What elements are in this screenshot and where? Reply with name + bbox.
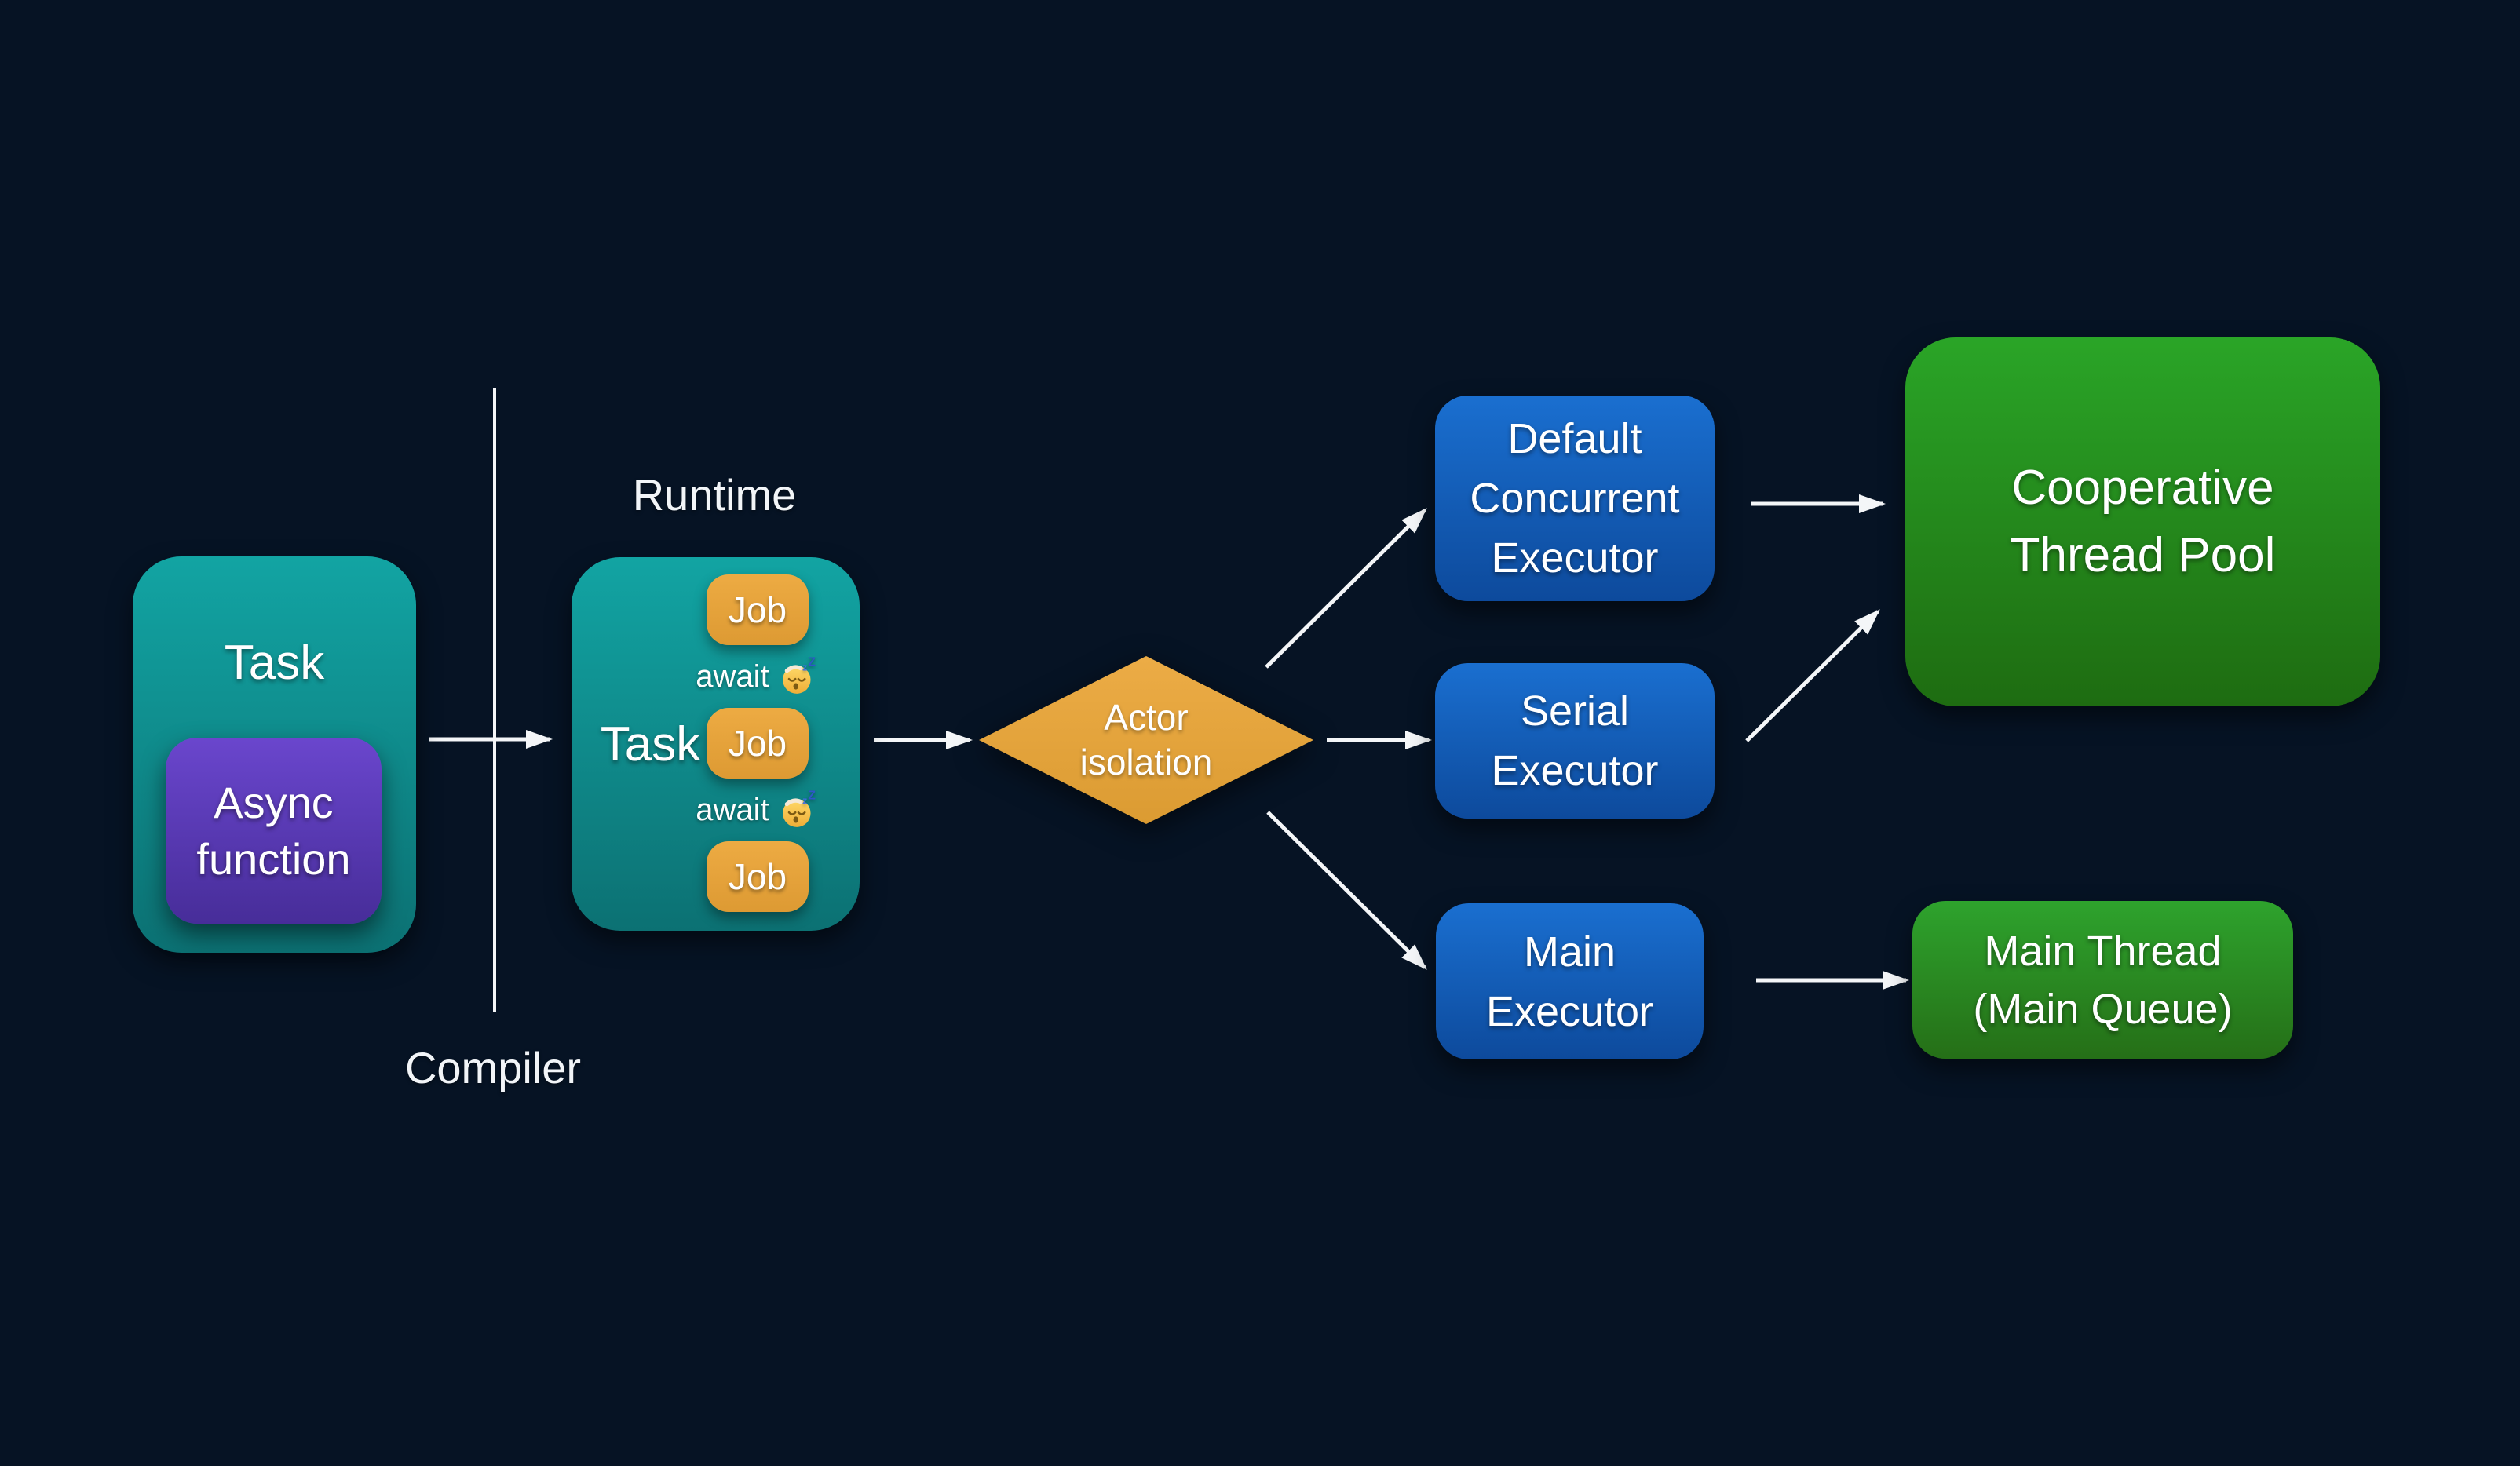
cooperative-thread-pool-box: Cooperative Thread Pool (1905, 337, 2380, 706)
job-box: Job (707, 841, 809, 912)
cooperative-thread-pool-label: Cooperative Thread Pool (2010, 461, 2276, 582)
arrow-actor-isolation-to-default-concurrent-executor (1265, 508, 1427, 669)
sleeping-face-emoji-icon: z Z (782, 657, 816, 694)
job-label: Job (728, 589, 787, 630)
main-thread-box: Main Thread (Main Queue) (1912, 901, 2293, 1059)
main-executor-box: Main Executor (1436, 903, 1704, 1059)
sleeping-face-emoji-icon: z Z (782, 790, 816, 827)
job-label: Job (728, 856, 787, 897)
await-label: await (696, 658, 769, 694)
svg-text:z: z (802, 662, 807, 673)
arrow-serial-executor-to-cooperative-thread-pool (1745, 609, 1880, 742)
main-thread-label: Main Thread (Main Queue) (1973, 927, 2233, 1033)
actor-isolation-diamond: Actor isolation (979, 656, 1313, 824)
async-function-box: Async function (166, 738, 382, 924)
svg-text:z: z (802, 796, 807, 807)
async-function-label: Async function (196, 777, 351, 884)
serial-executor-label: Serial Executor (1491, 687, 1659, 794)
jobs-column: Job await z Z (659, 574, 856, 912)
task-box: Task Async function (133, 556, 416, 953)
main-executor-label: Main Executor (1485, 928, 1654, 1035)
job-box: Job (707, 574, 809, 645)
runtime-label: Runtime (632, 470, 797, 520)
svg-text:Z: Z (808, 790, 816, 802)
job-label: Job (728, 723, 787, 764)
default-concurrent-executor-label: Default Concurrent Executor (1470, 415, 1680, 582)
arrow-actor-isolation-to-main-executor (1266, 811, 1427, 970)
job-box: Job (707, 708, 809, 779)
runtime-task-box: Task Job await (572, 557, 860, 931)
compiler-label: Compiler (404, 1043, 582, 1092)
runtime-task-title: Task (600, 717, 701, 771)
default-concurrent-executor-box: Default Concurrent Executor (1435, 396, 1715, 601)
actor-isolation-label: Actor isolation (1079, 697, 1213, 782)
svg-text:Z: Z (808, 657, 816, 669)
task-box-title: Task (224, 636, 325, 690)
await-row: await z Z (696, 779, 819, 841)
await-row: await z Z (696, 645, 819, 708)
await-label: await (696, 792, 769, 827)
serial-executor-box: Serial Executor (1435, 663, 1715, 819)
